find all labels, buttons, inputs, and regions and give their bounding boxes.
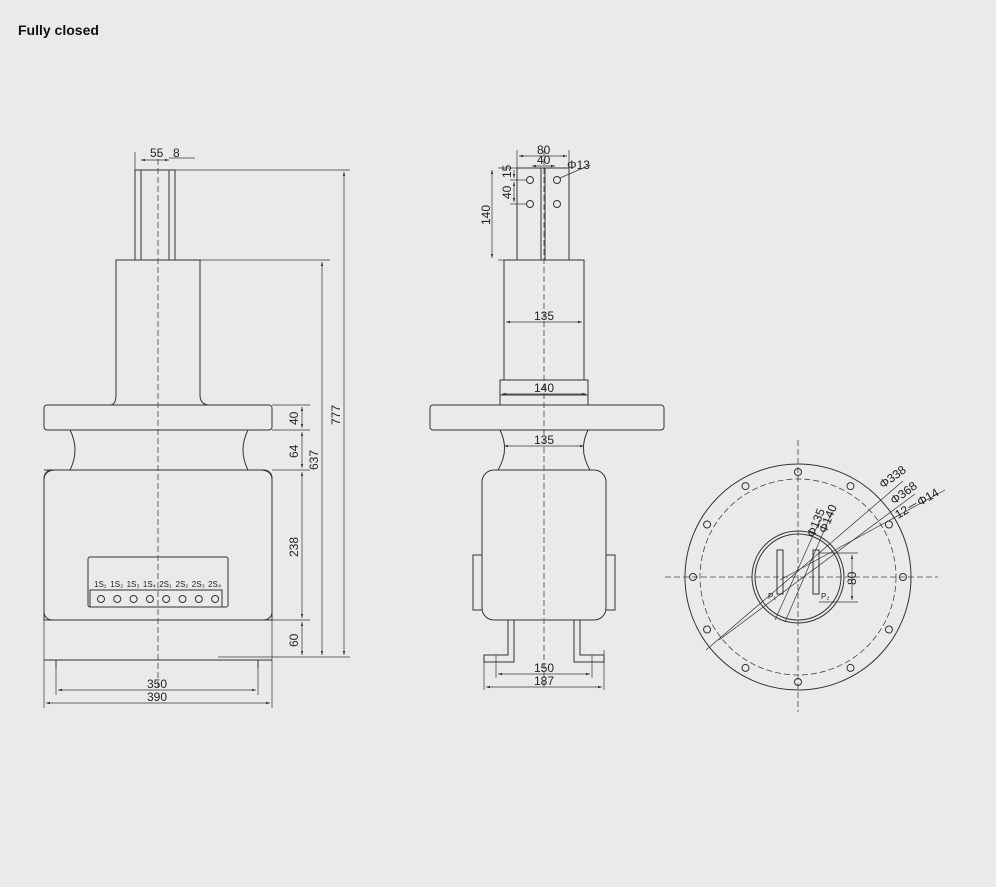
bolt-hole-icon: [846, 663, 855, 672]
dim-body-height: 637: [307, 450, 321, 470]
dim-neck: 64: [287, 444, 301, 458]
dim-overall-height: 777: [329, 405, 343, 425]
bolt-hole-icon: [794, 678, 802, 686]
terminal-screw-icon: [145, 595, 154, 603]
bolt-hole-icon: [703, 520, 712, 529]
dim-base-inner: 350: [147, 677, 167, 691]
dim-box-height: 238: [287, 537, 301, 557]
side-view: 80 40 Φ13 140 15 40 135 140 135: [429, 143, 665, 690]
terminal-label: 2S₃: [192, 580, 205, 589]
plan-view: 80 P₁ P₂ Φ338 Φ368 12－Φ14 Φ135 Φ140: [665, 440, 946, 712]
side-dim-hole-dia: Φ13: [567, 158, 590, 172]
dim-top-width: 55: [150, 146, 164, 160]
terminal-label: 1S₁: [94, 580, 107, 589]
label-p2: P₂: [821, 592, 829, 601]
side-dim-terminal-height: 140: [479, 205, 493, 225]
terminal-label: 1S₃: [127, 580, 140, 589]
side-dim-foot: 150: [534, 661, 554, 675]
terminal-label: 2S₁: [159, 580, 172, 589]
side-dim-hole-spacing: 40: [537, 153, 551, 167]
side-dim-hole-v1: 15: [500, 164, 514, 178]
side-dim-upper: 135: [534, 309, 554, 323]
bolt-holes: [689, 468, 907, 686]
terminal-screw-icon: [194, 595, 203, 603]
bolt-hole-icon: [846, 482, 855, 491]
bolt-hole-icon: [703, 625, 712, 634]
dim-base: 60: [287, 633, 301, 647]
dim-base-outer: 390: [147, 690, 167, 704]
terminal-screw-icon: [97, 595, 105, 603]
side-dim-hole-v2: 40: [500, 185, 514, 199]
bolt-hole-icon: [741, 663, 750, 672]
front-view: 55 8 777 637 40 64 238 60: [43, 146, 350, 708]
terminal-label: 1S₄: [143, 580, 156, 589]
terminal-screw-icon: [113, 595, 122, 603]
bolt-hole-icon: [884, 625, 893, 634]
plan-dim-inner2: Φ140: [816, 502, 840, 535]
bolt-hole-icon: [899, 573, 907, 581]
terminal-screw-icon: [178, 595, 187, 603]
bolt-hole-icon: [689, 573, 697, 581]
plan-dim-slot: 80: [845, 571, 859, 585]
bolt-hole-icon: [884, 520, 893, 529]
terminal-screw-icon: [129, 595, 138, 603]
bolt-hole-icon: [741, 482, 750, 491]
side-dim-neck: 135: [534, 433, 554, 447]
terminal-label: 2S₂: [176, 580, 189, 589]
label-p1: P₁: [768, 592, 776, 601]
bolt-hole-icon: [794, 468, 802, 476]
side-dim-top-width: 80: [537, 143, 551, 157]
dim-top-gap: 8: [173, 146, 180, 160]
terminal-label: 1S₂: [110, 580, 123, 589]
terminal-label: 2S₄: [208, 580, 221, 589]
page-title: Fully closed: [18, 22, 99, 38]
terminal-screw-icon: [162, 595, 171, 603]
side-dim-lower: 140: [534, 381, 554, 395]
dim-flange: 40: [287, 411, 301, 425]
side-dim-foot-outer: 187: [534, 674, 554, 688]
terminal-screw-icon: [211, 595, 220, 603]
